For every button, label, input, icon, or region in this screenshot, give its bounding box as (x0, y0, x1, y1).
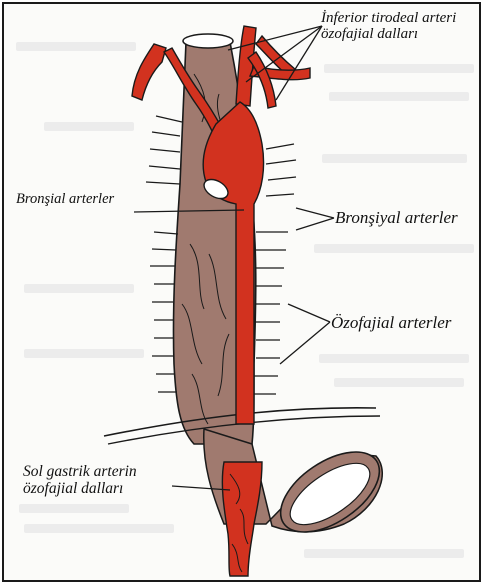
leader-esophageal (280, 322, 330, 364)
label-left-gastric-line2: özofajial dalları (23, 481, 137, 498)
esophagus-top-opening (183, 34, 233, 48)
label-inferior-thyroid-line2: özofajial dalları (321, 26, 456, 42)
leader-bronchial-right (296, 208, 334, 218)
label-inferior-thyroid: İnferior tirodeal arteri özofajial dalla… (321, 10, 456, 42)
label-inferior-thyroid-line1: İnferior tirodeal arteri (321, 10, 456, 26)
label-bronchial-right: Bronşiyal arterler (335, 209, 458, 227)
figure-frame: İnferior tirodeal arteri özofajial dalla… (2, 2, 481, 582)
label-left-gastric-line1: Sol gastrik arterin (23, 464, 137, 481)
label-left-gastric: Sol gastrik arterin özofajial dalları (23, 464, 137, 497)
leader-bronchial-right (296, 218, 334, 230)
left-upper-artery (132, 44, 166, 100)
label-esophageal: Özofajial arterler (331, 314, 451, 332)
label-bronchial-left: Bronşial arterler (16, 192, 114, 208)
leader-esophageal (288, 304, 330, 322)
